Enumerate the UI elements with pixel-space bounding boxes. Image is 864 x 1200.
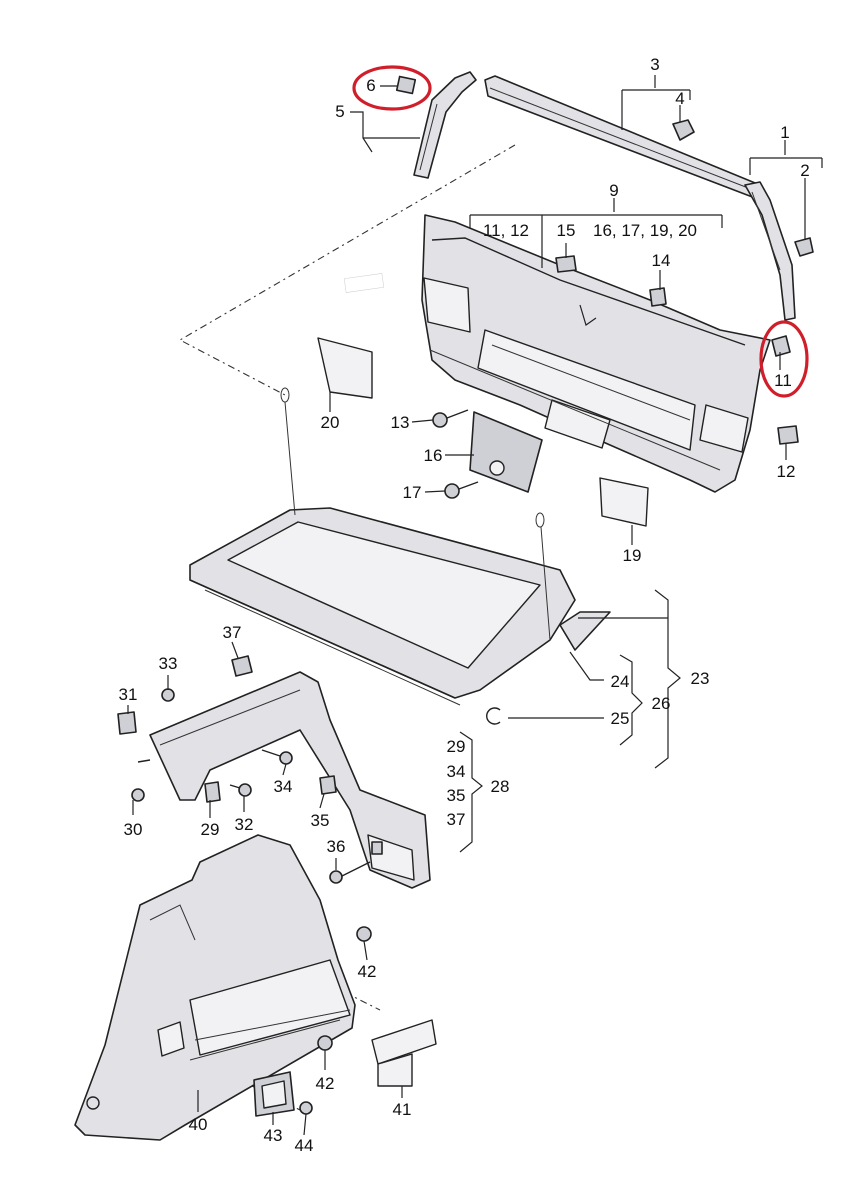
label-28: 28 — [491, 777, 510, 796]
callouts: 1 2 3 4 5 6 9 11, 12 15 16, 17, 19, 20 1… — [119, 55, 810, 1155]
label-28-group-a: 29 — [447, 737, 466, 756]
label-9-group-c: 16, 17, 19, 20 — [593, 221, 697, 240]
label-17: 17 — [403, 483, 422, 502]
upper-trim-1 — [744, 181, 796, 321]
label-32: 32 — [235, 815, 254, 834]
screw-13 — [432, 409, 469, 428]
side-trim-panel — [74, 834, 356, 1141]
label-12: 12 — [777, 462, 796, 481]
label-40: 40 — [189, 1115, 208, 1134]
label-9-group-a: 11, 12 — [483, 221, 529, 240]
label-37: 37 — [223, 623, 242, 642]
label-28-group-b: 34 — [447, 762, 466, 781]
label-28-group-c: 35 — [447, 786, 466, 805]
label-1: 1 — [780, 123, 789, 142]
highlight-ring-6 — [352, 65, 432, 111]
fasteners-left — [117, 655, 371, 884]
label-30: 30 — [124, 820, 143, 839]
label-11: 11 — [774, 371, 792, 390]
label-9-group-b: 15 — [557, 221, 576, 240]
label-4: 4 — [675, 89, 684, 108]
cover-19 — [599, 477, 649, 527]
clip-25 — [486, 707, 501, 725]
clip-2 — [794, 237, 814, 257]
clip-14 — [649, 287, 667, 307]
label-43: 43 — [264, 1126, 283, 1145]
leader-lines — [127, 75, 823, 1136]
label-31: 31 — [119, 685, 138, 704]
side-bracket — [149, 671, 431, 889]
label-14: 14 — [652, 251, 671, 270]
label-3: 3 — [650, 55, 659, 74]
cover-41 — [371, 1019, 437, 1087]
window-inlay-20b — [423, 277, 471, 333]
label-29: 29 — [201, 820, 220, 839]
label-33: 33 — [159, 654, 178, 673]
watermark — [343, 273, 385, 293]
label-35: 35 — [311, 811, 330, 830]
label-36: 36 — [327, 837, 346, 856]
clip-12 — [777, 425, 799, 445]
label-28-group-d: 37 — [447, 810, 466, 829]
parcel-shelf — [189, 507, 611, 706]
strap-strings — [280, 387, 551, 641]
label-5: 5 — [335, 102, 344, 121]
handle-16 — [469, 411, 543, 493]
label-26: 26 — [652, 694, 671, 713]
clip-4 — [672, 119, 695, 141]
label-42-lower: 42 — [316, 1074, 335, 1093]
label-42-upper: 42 — [358, 962, 377, 981]
clip-6 — [395, 75, 417, 95]
label-19: 19 — [623, 546, 642, 565]
label-34: 34 — [274, 777, 293, 796]
label-25: 25 — [611, 709, 630, 728]
label-6: 6 — [366, 76, 375, 95]
label-2: 2 — [800, 161, 809, 180]
cover-43 — [253, 1071, 295, 1117]
cover-20 — [317, 337, 373, 399]
clip-15 — [555, 255, 577, 273]
upper-trim-5 — [413, 71, 477, 179]
clip-11 — [771, 335, 791, 357]
label-24: 24 — [611, 672, 630, 691]
label-44: 44 — [295, 1136, 314, 1155]
screws-42-44 — [299, 926, 372, 1115]
label-16: 16 — [424, 446, 443, 465]
screw-17 — [444, 481, 479, 499]
highlight-ring-11 — [759, 320, 809, 398]
tailgate-trim-panel — [421, 214, 771, 493]
label-23: 23 — [691, 669, 710, 688]
label-9: 9 — [609, 181, 618, 200]
label-13: 13 — [391, 413, 410, 432]
label-20: 20 — [321, 413, 340, 432]
highlights — [352, 65, 809, 398]
label-41: 41 — [393, 1100, 412, 1119]
